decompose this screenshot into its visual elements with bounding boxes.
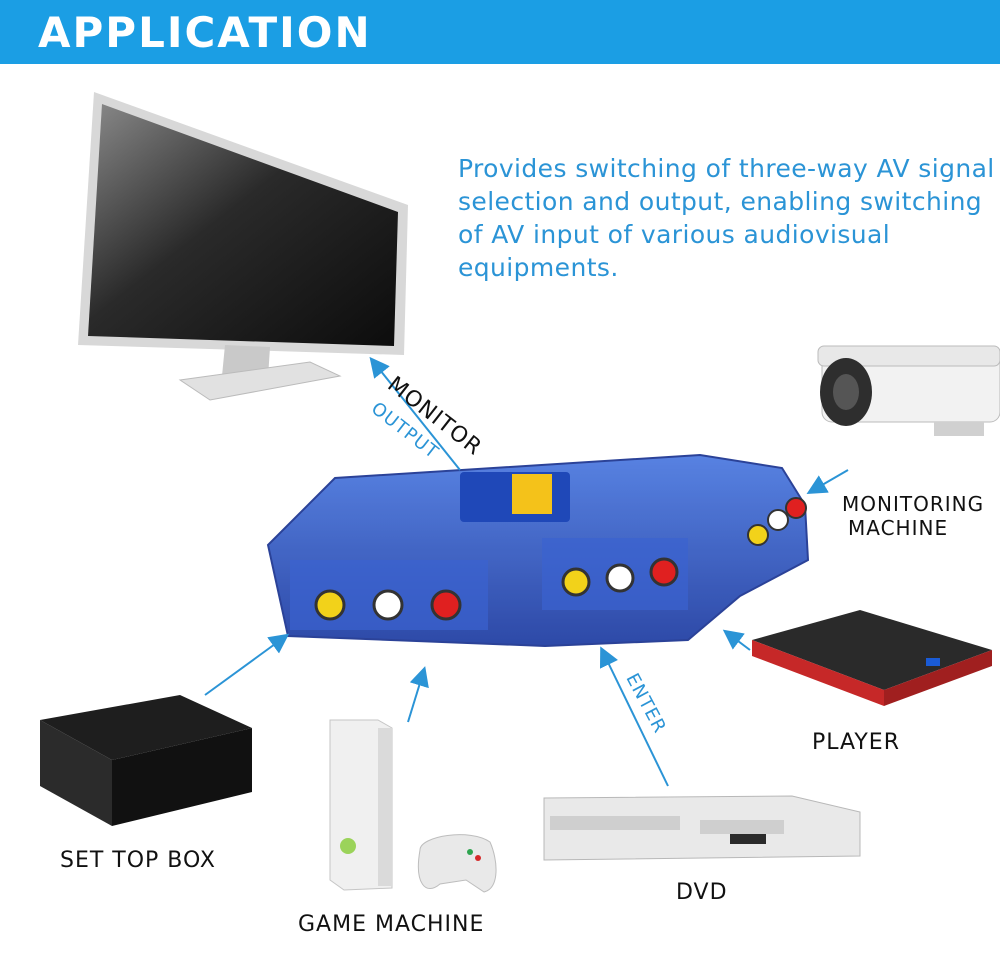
arrow-from-camera — [806, 469, 849, 495]
label-game-machine: GAME MACHINE — [298, 912, 485, 937]
av-switch-box — [266, 453, 810, 648]
camera-icon — [817, 345, 1000, 436]
description-text: Provides switching of three-way AV signa… — [458, 154, 995, 282]
dvd-player-icon — [543, 795, 861, 861]
label-set-top-box: SET TOP BOX — [60, 848, 216, 873]
monitor-icon — [78, 92, 408, 401]
arrow-to-monitor — [369, 356, 461, 471]
output-ports — [747, 497, 807, 546]
arrow-from-player — [722, 629, 751, 651]
label-player: PLAYER — [812, 730, 900, 755]
header-banner: APPLICATION — [0, 0, 1000, 64]
input2-ports — [561, 557, 679, 597]
label-dvd: DVD — [676, 880, 728, 905]
page-title: APPLICATION — [38, 8, 372, 57]
arrow-from-game — [407, 666, 429, 723]
label-monitoring-machine-1: MONITORING — [842, 492, 985, 516]
arrow-from-set-top-box — [204, 633, 290, 696]
arrow-from-dvd — [599, 646, 669, 787]
player-icon — [752, 610, 992, 706]
gamepad-icon — [417, 834, 497, 893]
input1-ports — [314, 589, 462, 621]
set-top-box-icon — [40, 695, 252, 826]
label-monitoring-machine-2: MACHINE — [848, 516, 949, 540]
game-console-icon — [329, 719, 393, 891]
signal-arrows — [204, 356, 849, 787]
